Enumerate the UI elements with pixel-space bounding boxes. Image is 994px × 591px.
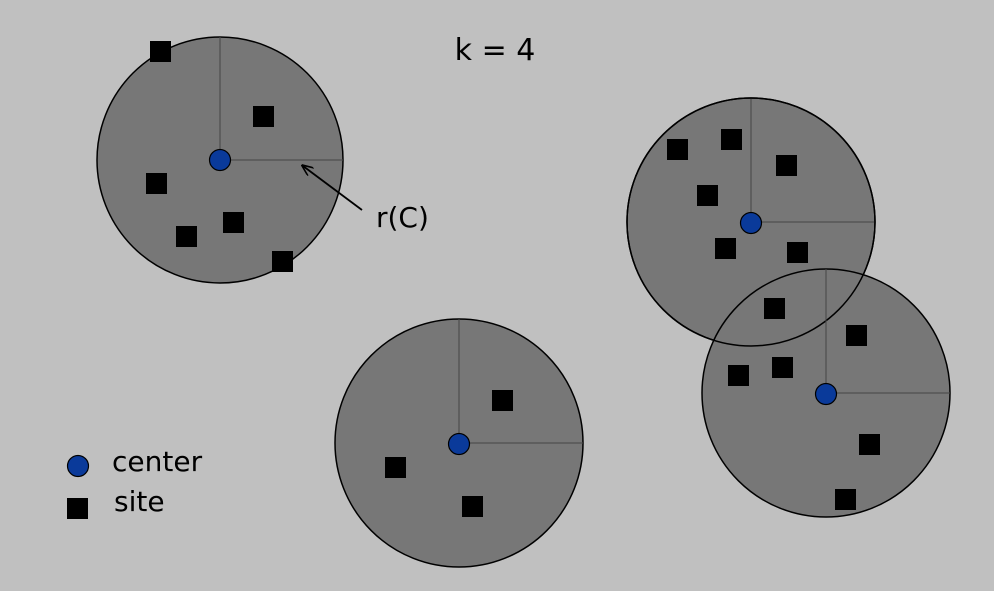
site-marker <box>715 238 736 259</box>
legend-site-icon <box>67 498 88 519</box>
legend-center-label: center <box>112 445 203 478</box>
cluster-1 <box>96 36 344 284</box>
site-marker <box>492 390 513 411</box>
site-marker <box>835 489 856 510</box>
legend-center-icon <box>66 454 90 478</box>
site-marker <box>846 325 867 346</box>
legend: center site <box>66 445 203 519</box>
site-marker <box>223 212 244 233</box>
cluster-4 <box>626 97 951 518</box>
center-marker <box>814 382 838 406</box>
site-marker <box>385 457 406 478</box>
radius-arrow <box>303 166 363 211</box>
site-marker <box>764 298 785 319</box>
site-marker <box>253 106 274 127</box>
site-marker <box>728 365 749 386</box>
legend-site-label: site <box>114 485 165 518</box>
overlap-outline <box>626 97 876 347</box>
center-marker <box>739 211 763 235</box>
site-marker <box>667 139 688 160</box>
site-marker <box>462 496 483 517</box>
radius-label: r(C) <box>376 201 429 234</box>
site-marker <box>697 185 718 206</box>
site-marker <box>776 155 797 176</box>
site-marker <box>146 173 167 194</box>
site-marker <box>772 357 793 378</box>
site-marker <box>272 251 293 272</box>
center-marker <box>208 148 232 172</box>
site-marker <box>176 226 197 247</box>
title-label: k = 4 <box>455 33 536 68</box>
site-marker <box>721 129 742 150</box>
site-marker <box>150 41 171 62</box>
site-marker <box>859 434 880 455</box>
center-marker <box>447 432 471 456</box>
cluster-2 <box>334 318 584 568</box>
site-marker <box>787 242 808 263</box>
